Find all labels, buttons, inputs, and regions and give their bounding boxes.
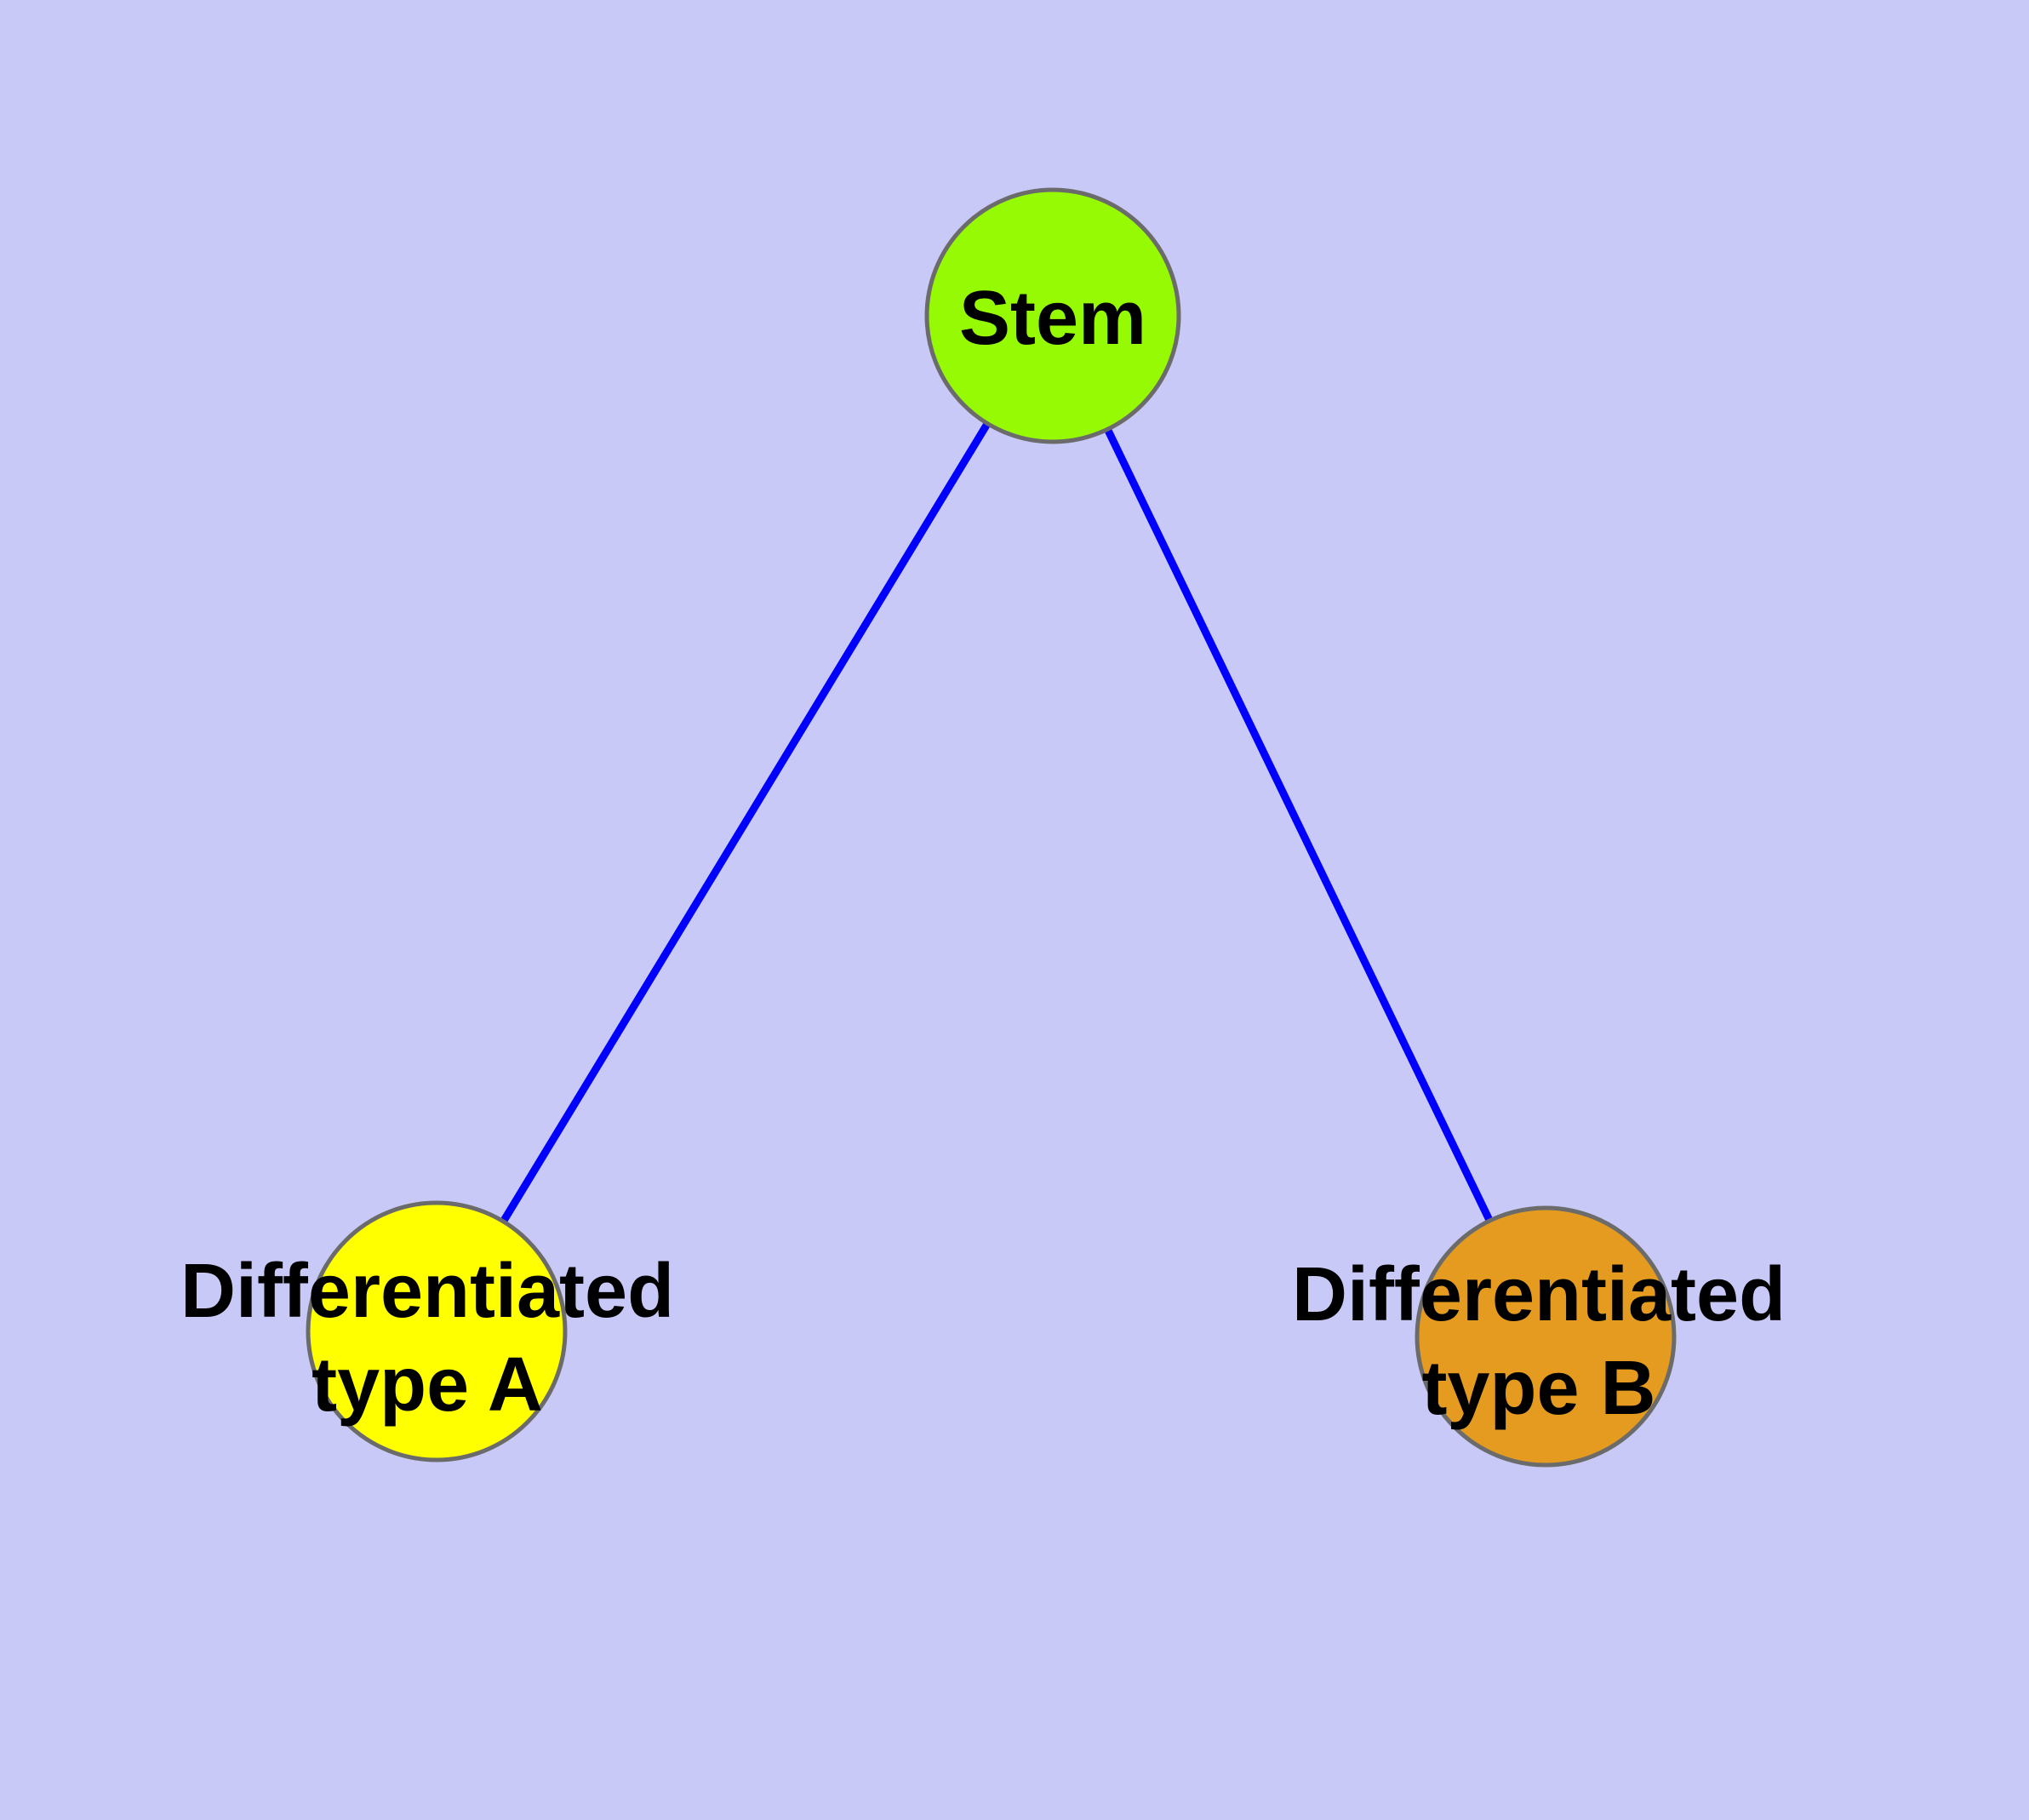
node-type-b-circle bbox=[1415, 1205, 1677, 1468]
node-type-a-circle bbox=[306, 1200, 568, 1462]
node-stem-circle bbox=[924, 187, 1181, 444]
edge-stem-to-type-a bbox=[433, 313, 1056, 1334]
edge-stem-to-type-b bbox=[1049, 314, 1550, 1338]
